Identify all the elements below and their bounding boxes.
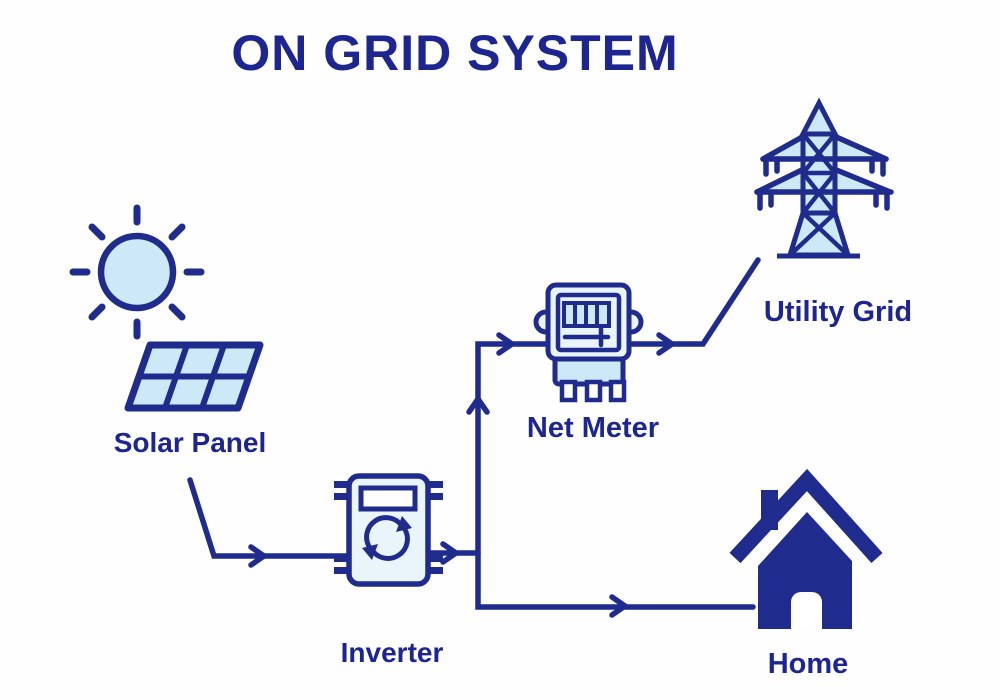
- sync-arrows-icon: [362, 515, 412, 561]
- solar-panel-icon: [124, 341, 264, 412]
- wire-junction-to-meter-grid-and-home: [466, 257, 761, 618]
- arrow-right-icon: [656, 332, 675, 356]
- arrow-right-icon: [609, 594, 628, 618]
- sun-icon: [69, 204, 205, 340]
- meter-display: [562, 301, 611, 328]
- meter-pins: [559, 379, 627, 403]
- inverter-label: Inverter: [340, 637, 444, 668]
- net-meter-label: Net Meter: [526, 412, 660, 444]
- roof: [729, 468, 883, 564]
- mount-bracket-icon: [334, 481, 443, 574]
- arrow-up-icon: [466, 396, 490, 415]
- inverter-icon: [334, 473, 443, 587]
- house-body: [758, 512, 852, 629]
- inverter-display: [358, 485, 418, 512]
- wire-solar-to-inverter: [187, 477, 352, 568]
- arrow-right-icon: [440, 541, 459, 565]
- page-title: ON GRID SYSTEM: [231, 25, 679, 81]
- utility-grid-label: Utility Grid: [763, 296, 913, 328]
- door: [791, 592, 822, 629]
- meter-dial: [562, 326, 611, 348]
- wire-inverter-to-junction: [426, 541, 481, 565]
- net-meter-icon: [533, 282, 644, 403]
- house-icon: [729, 468, 883, 629]
- home-label: Home: [767, 648, 849, 680]
- arrow-right-icon: [496, 332, 515, 356]
- arrow-right-icon: [248, 544, 267, 568]
- solar-panel-label: Solar Panel: [113, 427, 267, 458]
- transmission-tower-icon: [754, 97, 894, 259]
